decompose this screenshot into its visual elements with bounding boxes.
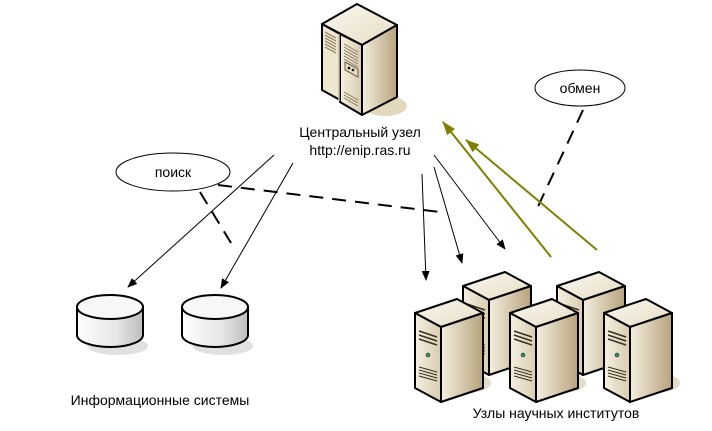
arrow-to-institute-node-1 <box>421 173 430 281</box>
server-rack-icon <box>321 3 407 116</box>
central-node-title: Центральный узел <box>299 124 421 140</box>
central-node-url[interactable]: http://enip.ras.ru <box>309 142 410 158</box>
info-system-1[interactable] <box>76 294 148 355</box>
institute-node-4[interactable] <box>509 298 586 403</box>
arrow-to-institute-node-2 <box>433 166 464 264</box>
arrow-to-info-system-2 <box>220 162 294 289</box>
institute-node-3[interactable] <box>414 298 491 403</box>
info-systems-group <box>76 294 253 355</box>
exchange-label: обмен <box>560 80 601 96</box>
olive-arrow-from-institute-1 <box>442 121 552 258</box>
exchange-annotation[interactable]: обмен <box>534 69 626 107</box>
search-dashed-connector-2 <box>199 191 232 244</box>
database-cylinder-icon <box>181 294 253 355</box>
arrow-to-institute-node-3 <box>433 154 506 250</box>
search-annotation[interactable]: поиск <box>115 152 231 192</box>
server-tower-icon <box>509 298 586 403</box>
info-system-2[interactable] <box>181 294 253 355</box>
institute-nodes-group <box>414 271 680 403</box>
exchange-dashed-connector <box>534 109 584 214</box>
info-systems-label: Информационные системы <box>71 392 250 408</box>
institute-nodes-label: Узлы научных институтов <box>473 405 640 421</box>
olive-arrow-from-institute-2 <box>465 139 598 251</box>
database-cylinder-icon <box>76 294 148 355</box>
search-label: поиск <box>155 164 192 180</box>
search-dashed-connector <box>217 184 441 213</box>
arrow-to-info-system-1 <box>127 154 275 288</box>
central-server[interactable] <box>321 3 407 116</box>
institute-node-5[interactable] <box>603 298 680 403</box>
server-tower-icon <box>603 298 680 403</box>
server-tower-icon <box>414 298 491 403</box>
